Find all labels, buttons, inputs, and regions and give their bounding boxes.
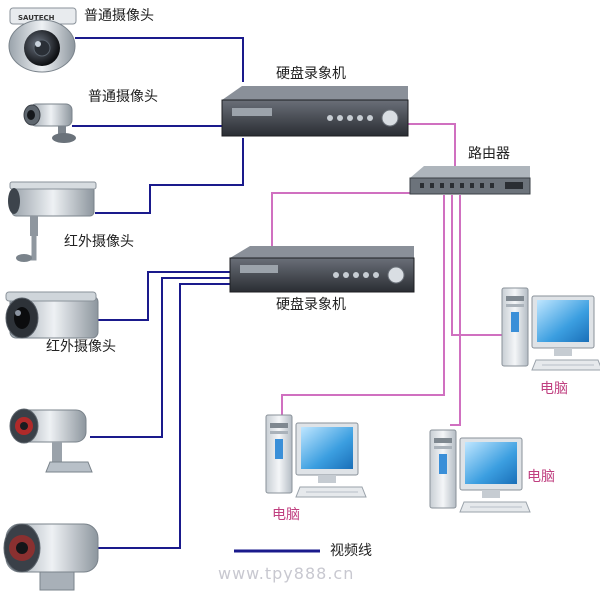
dome-camera-icon: SAUTECH — [8, 7, 77, 73]
network-cable-pc-3 — [450, 195, 461, 426]
desktop-computer-icon — [501, 287, 600, 371]
infrared-camera-icon — [9, 408, 93, 473]
bullet-camera-icon — [23, 103, 76, 143]
router-icon — [409, 166, 531, 195]
label-camera-ir-1: 红外摄像头 — [64, 234, 134, 250]
infrared-camera-icon — [5, 291, 99, 339]
label-camera-normal-1: 普通摄像头 — [84, 8, 154, 24]
video-cables — [72, 37, 244, 549]
dvr-icon — [221, 86, 409, 137]
network-cable-pc-2 — [281, 195, 445, 415]
label-camera-ir-2: 红外摄像头 — [46, 339, 116, 355]
network-cable-pc-1 — [451, 195, 502, 336]
label-pc-2: 电脑 — [272, 507, 300, 523]
dvr-icon — [229, 246, 415, 293]
desktop-computer-icon — [265, 414, 367, 498]
label-dvr-2: 硬盘录象机 — [276, 297, 346, 313]
svg-text:SAUTECH: SAUTECH — [18, 14, 55, 22]
label-router: 路由器 — [468, 146, 510, 162]
network-cable-dvr-2 — [271, 192, 440, 256]
label-camera-normal-2: 普通摄像头 — [88, 89, 158, 105]
label-dvr-1: 硬盘录象机 — [276, 66, 346, 82]
video-cable-camera-3 — [95, 138, 244, 214]
video-cable-camera-4 — [97, 271, 230, 321]
label-pc-1: 电脑 — [540, 381, 568, 397]
label-pc-3: 电脑 — [527, 469, 555, 485]
infrared-camera-icon — [8, 181, 97, 262]
video-cable-camera-1 — [75, 37, 244, 82]
infrared-camera-icon — [3, 523, 99, 591]
network-cable-dvr-1 — [408, 123, 456, 170]
legend-video-line-label: 视频线 — [330, 543, 372, 559]
video-cable-camera-5 — [90, 277, 230, 438]
video-cable-camera-6 — [98, 283, 230, 549]
network-cables — [271, 123, 502, 426]
watermark: www.tpy888.cn — [218, 564, 355, 583]
desktop-computer-icon — [429, 429, 531, 513]
